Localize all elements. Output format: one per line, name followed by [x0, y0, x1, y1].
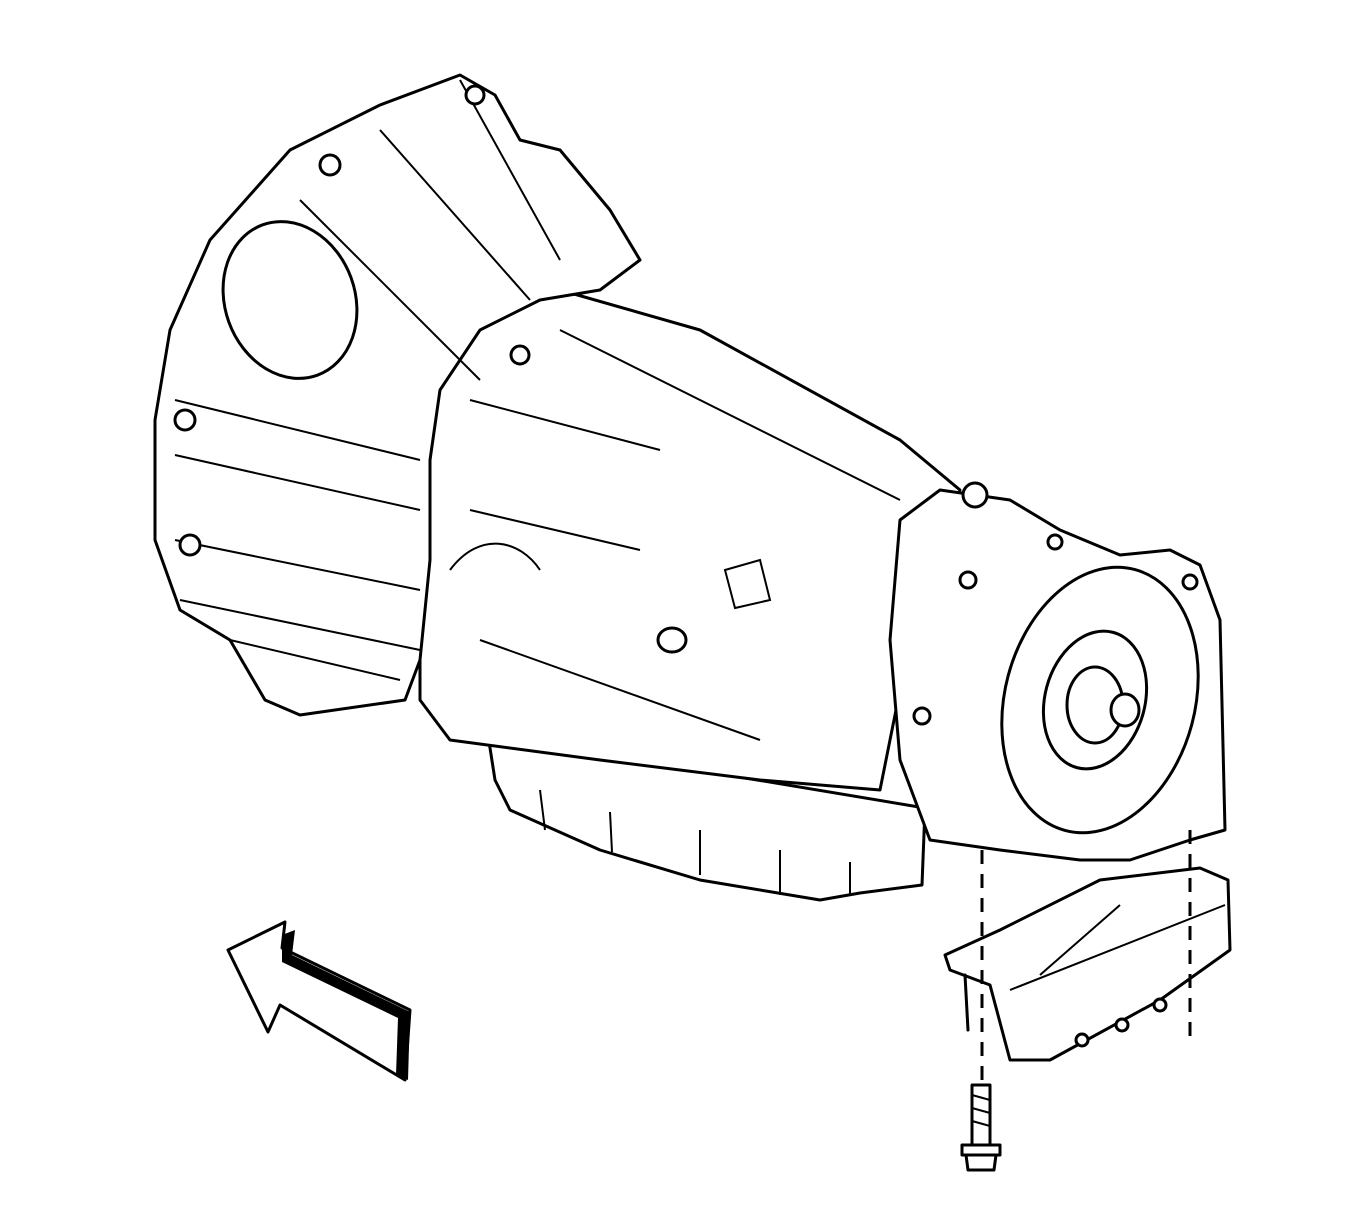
- transmission-mount: [943, 866, 1232, 1062]
- extension-housing: [888, 481, 1227, 862]
- transmission-case: [418, 288, 962, 792]
- arrow-left-icon: [226, 920, 412, 1082]
- mount-bolt: [960, 1083, 1002, 1172]
- oil-pan: [486, 733, 927, 902]
- bell-housing: [153, 73, 642, 717]
